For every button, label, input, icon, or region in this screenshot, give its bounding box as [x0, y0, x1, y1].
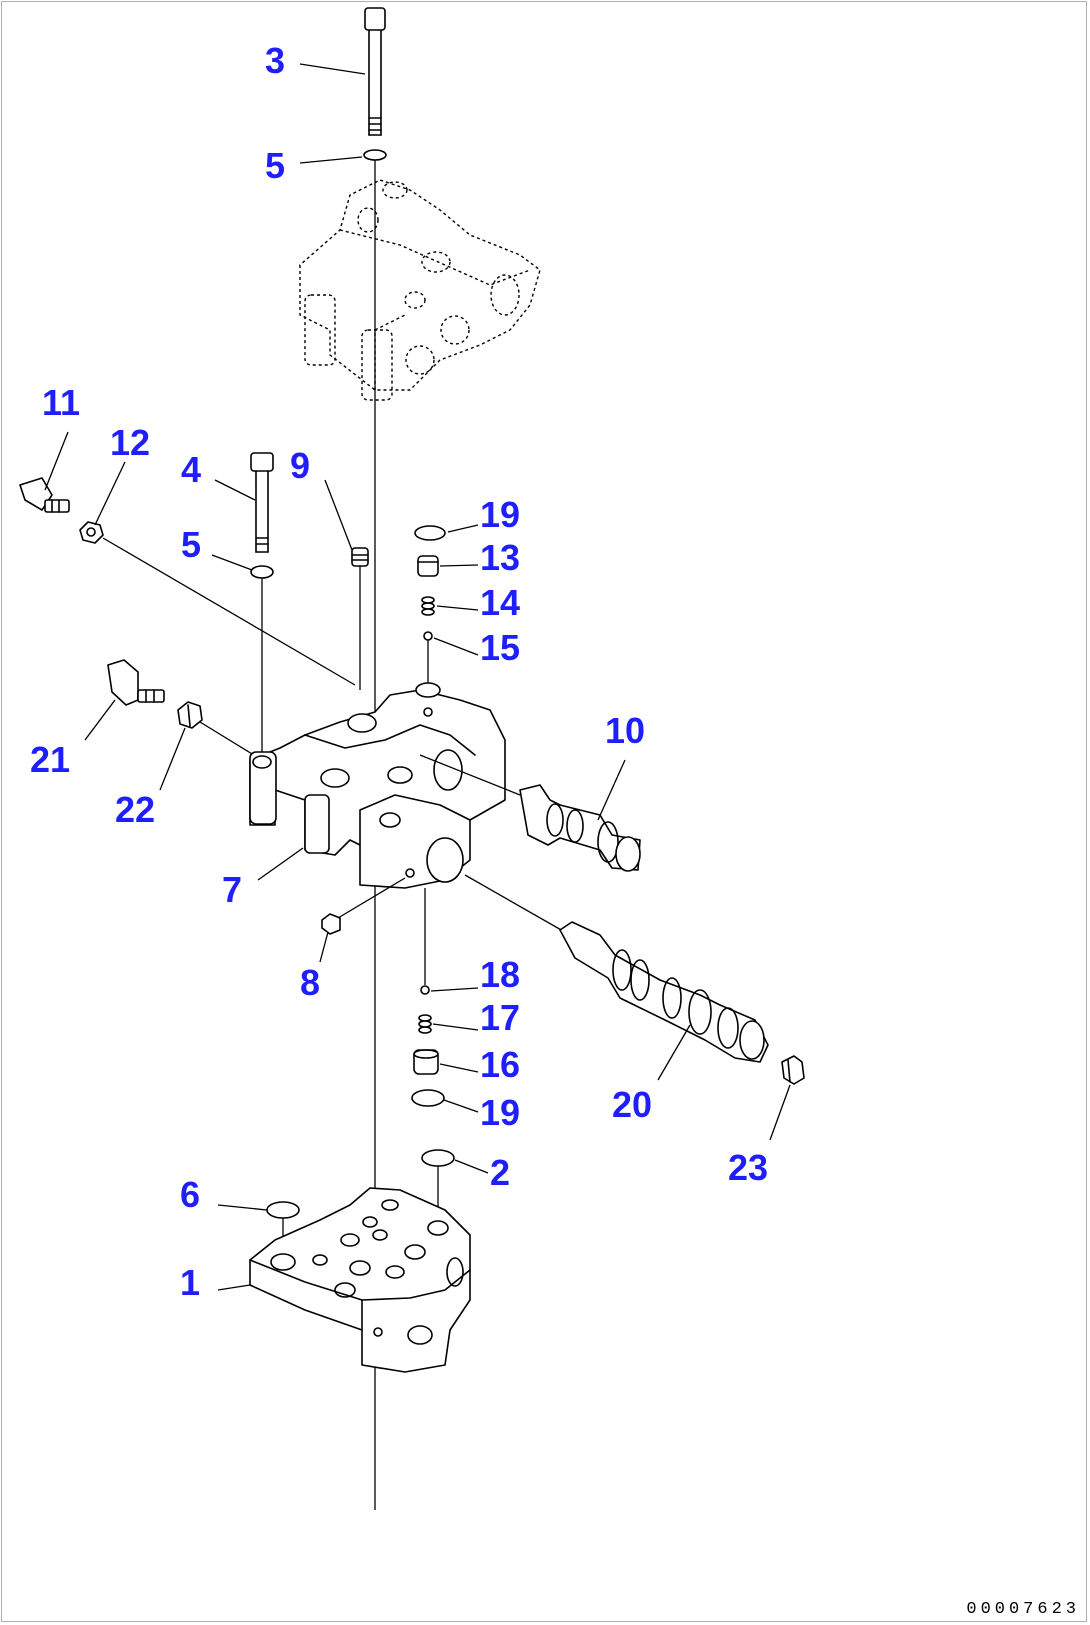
part-5-washer-lower: [250, 565, 274, 579]
part-4-bolt: [250, 452, 274, 553]
part-11-bracket: [19, 477, 70, 513]
part-9-plug: [351, 547, 369, 567]
callout-leaders: [44, 63, 791, 1291]
callout-5-lower: 5: [181, 524, 201, 565]
part-22-nut: [177, 701, 203, 729]
part-1-base-plate: [249, 1187, 471, 1373]
part-3-bolt: [364, 7, 386, 136]
callout-23: 23: [728, 1147, 768, 1188]
callout-17: 17: [480, 997, 520, 1038]
callout-labels: 3 5 11 12 4 9 5 19 13 14 15 10 21 22 7 8…: [30, 40, 768, 1303]
part-14-spring: [421, 596, 435, 616]
drawing-number: 00007623: [966, 1600, 1080, 1619]
callout-13: 13: [480, 537, 520, 578]
part-21-bracket: [107, 659, 165, 706]
part-2-cap: [421, 1149, 455, 1167]
part-6-cap: [266, 1201, 300, 1219]
axis-10: [419, 754, 521, 796]
callout-14: 14: [480, 582, 520, 623]
callout-12: 12: [110, 422, 150, 463]
callout-3: 3: [265, 40, 285, 81]
part-19-cap-lower: [411, 1089, 445, 1107]
part-10-spool: [519, 784, 641, 872]
callout-4: 4: [181, 449, 201, 490]
part-16-plug: [413, 1049, 439, 1075]
part-19-cap-upper: [414, 525, 446, 541]
axis-8: [337, 877, 406, 919]
part-15-ball-upper: [423, 631, 433, 641]
part-8-plug: [321, 913, 341, 935]
part-17-spring: [418, 1014, 432, 1034]
callout-1: 1: [180, 1262, 200, 1303]
part-5-washer-top: [363, 149, 387, 161]
part-20-spool: [559, 921, 769, 1063]
part-7-valve-body: [249, 682, 506, 889]
callout-9: 9: [290, 445, 310, 486]
callout-16: 16: [480, 1044, 520, 1085]
callout-5-top: 5: [265, 145, 285, 186]
callout-21: 21: [30, 739, 70, 780]
callout-2: 2: [490, 1152, 510, 1193]
callout-15: 15: [480, 627, 520, 668]
callout-20: 20: [612, 1084, 652, 1125]
top-valve-housing: [299, 179, 541, 401]
callout-11: 11: [42, 382, 80, 423]
callout-19-lower: 19: [480, 1092, 520, 1133]
part-23-plug: [781, 1055, 805, 1085]
part-18-ball: [420, 985, 430, 995]
callout-22: 22: [115, 789, 155, 830]
axis-12: [102, 537, 356, 686]
part-13-plug: [417, 555, 439, 577]
callout-10: 10: [605, 710, 645, 751]
callout-6: 6: [180, 1174, 200, 1215]
callout-18: 18: [480, 954, 520, 995]
callout-8: 8: [300, 962, 320, 1003]
part-12-nut: [79, 521, 104, 544]
callout-19-upper: 19: [480, 494, 520, 535]
callout-7: 7: [222, 869, 242, 910]
axis-20: [464, 874, 571, 936]
